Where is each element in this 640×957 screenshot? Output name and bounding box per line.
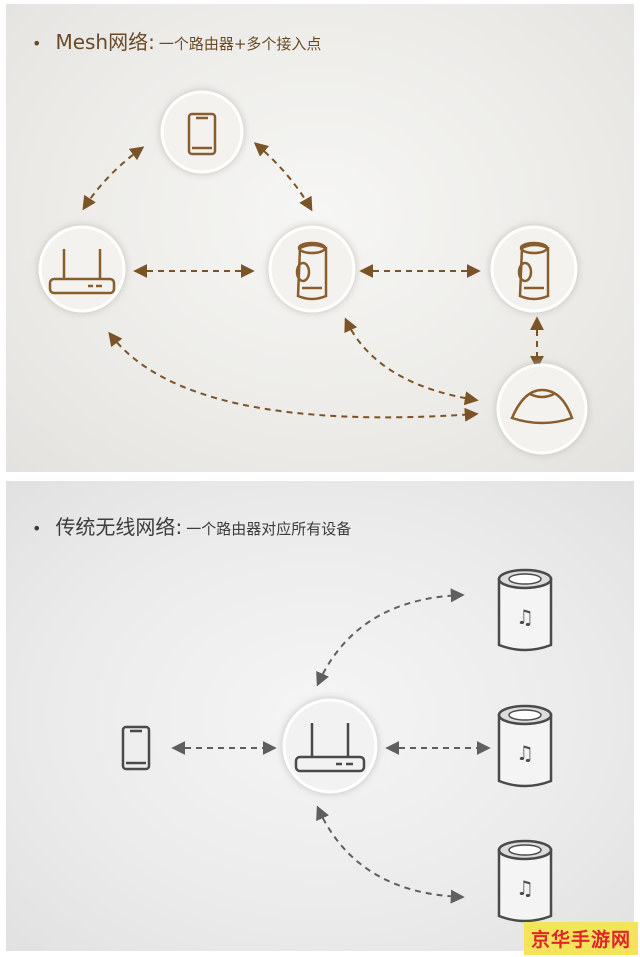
trad-router-node	[282, 698, 378, 794]
dome-speaker-icon	[510, 388, 574, 425]
smart-speaker-icon	[295, 241, 328, 301]
mesh-title: Mesh网络	[55, 30, 149, 54]
smart-speaker-icon	[517, 241, 550, 301]
mesh-link-speaker1-dome	[344, 317, 479, 406]
traditional-title: 传统无线网络	[55, 515, 176, 539]
traditional-heading: • 传统无线网络 : 一个路由器对应所有设备	[32, 511, 351, 540]
router-icon	[48, 249, 116, 295]
mesh-connections	[82, 142, 544, 422]
mesh-speaker-node-2	[490, 225, 578, 313]
traditional-connections	[171, 588, 491, 904]
mesh-link-phone-router	[82, 146, 145, 211]
mesh-bullet: •	[32, 34, 42, 53]
mesh-phone-node	[160, 90, 244, 174]
mesh-link-phone-speaker	[253, 142, 313, 212]
svg-text:♫: ♫	[516, 605, 534, 629]
trad-link-router-speaker-top	[316, 588, 465, 687]
svg-text:♫: ♫	[516, 741, 534, 765]
mesh-router-node	[38, 225, 126, 313]
traditional-diagram: ♫ ♫ ♫	[121, 568, 553, 923]
phone-icon	[187, 112, 217, 156]
mesh-diagram	[38, 90, 588, 455]
trad-link-router-speaker-bottom	[316, 805, 465, 904]
traditional-colon: :	[175, 515, 183, 539]
mesh-heading: • Mesh网络 : 一个路由器+多个接入点	[32, 26, 321, 55]
music-speaker-icon: ♫	[497, 839, 553, 923]
music-speaker-icon: ♫	[497, 704, 553, 788]
mesh-speaker-node-1	[268, 225, 356, 313]
watermark-logo: 京华手游网	[523, 922, 638, 955]
music-speaker-icon: ♫	[497, 568, 553, 652]
mesh-panel: • Mesh网络 : 一个路由器+多个接入点	[6, 4, 634, 472]
traditional-panel: • 传统无线网络 : 一个路由器对应所有设备	[6, 481, 634, 951]
router-icon	[294, 723, 366, 773]
mesh-subtitle: 一个路由器+多个接入点	[158, 35, 322, 53]
traditional-bullet: •	[32, 519, 42, 538]
mesh-colon: :	[148, 30, 155, 54]
mesh-dome-node	[496, 363, 588, 455]
mesh-link-router-dome	[108, 331, 479, 422]
svg-text:♫: ♫	[516, 876, 534, 900]
traditional-subtitle: 一个路由器对应所有设备	[186, 520, 352, 538]
phone-icon	[121, 725, 151, 771]
